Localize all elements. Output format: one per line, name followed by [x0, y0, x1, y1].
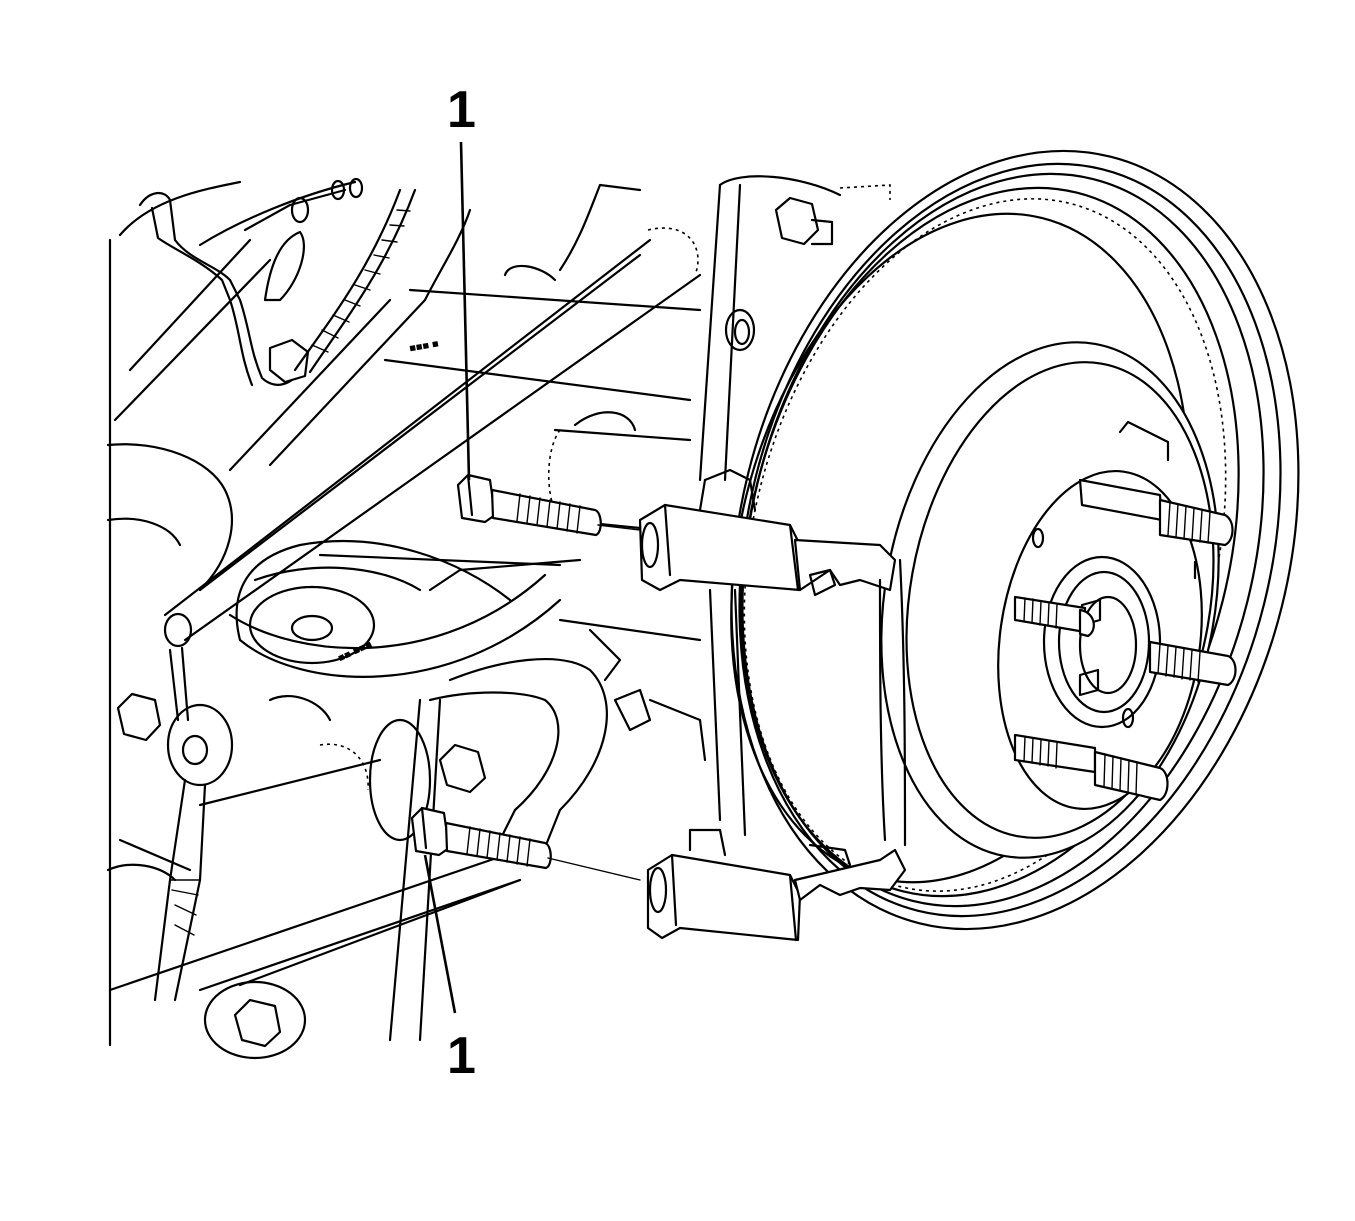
wheel-hub: [997, 420, 1203, 811]
wheel-stud: [1013, 595, 1095, 638]
leader-line: [423, 854, 457, 1014]
suspension-background: ■■■ ■ ■■ ■■■: [106, 175, 891, 1060]
callout-label: 1: [447, 1027, 476, 1085]
wheel-stud: [1013, 733, 1169, 802]
wheel-stud: [1078, 478, 1234, 547]
callout-upper: 1: [447, 81, 476, 481]
callout-label: 1: [447, 81, 476, 139]
svg-text:■■ ■■■: ■■ ■■■: [336, 639, 374, 665]
svg-text:■■■ ■: ■■■ ■: [408, 338, 439, 355]
caliper-bracket: [638, 468, 907, 942]
wheel-stud: [1148, 640, 1237, 687]
lower-caliper-bracket-bolt: [410, 806, 641, 881]
leader-line: [459, 141, 471, 481]
callout-lower: 1: [423, 854, 476, 1085]
wheel-studs: [1013, 478, 1237, 802]
